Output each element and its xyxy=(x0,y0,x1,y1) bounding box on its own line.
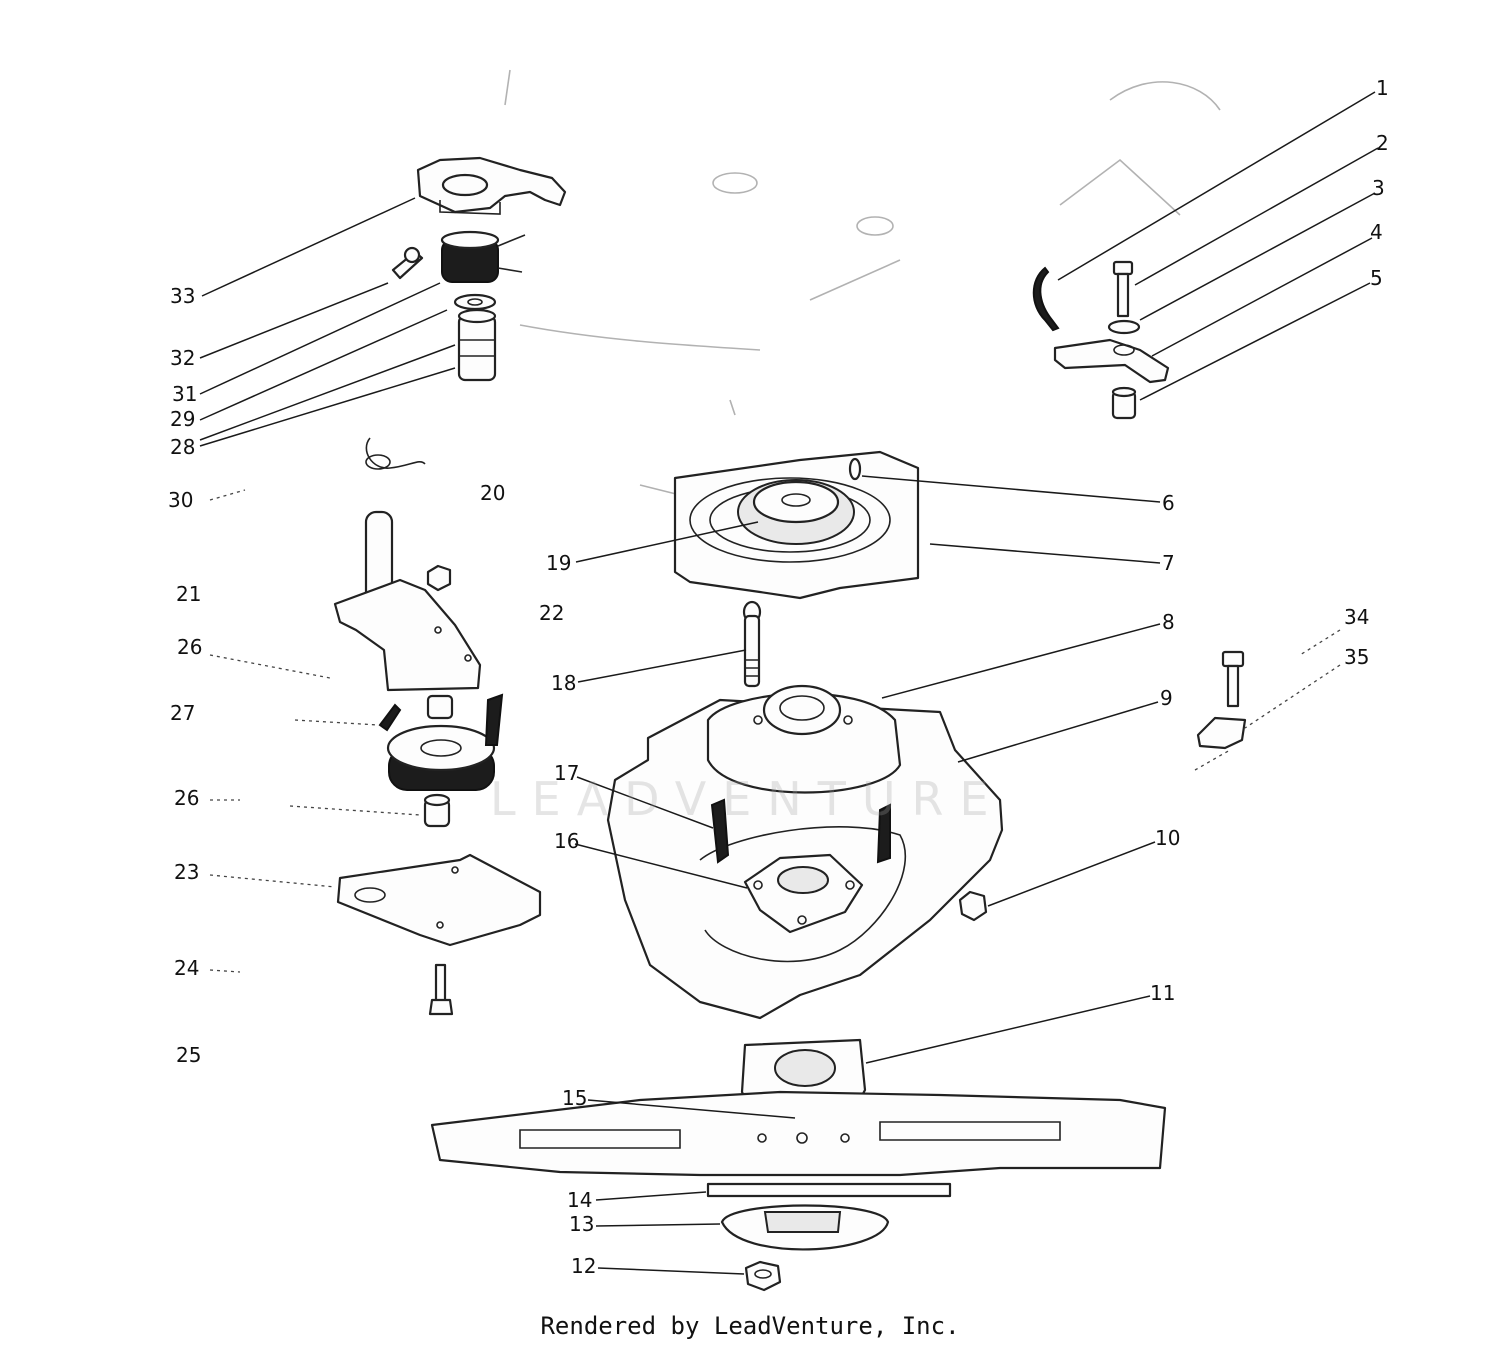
callout-16: 16 xyxy=(554,829,580,853)
callout-23: 23 xyxy=(174,860,200,884)
callout-12: 12 xyxy=(571,1254,597,1278)
part-6-slot xyxy=(848,457,862,481)
part-16-spindle-flange xyxy=(743,853,864,934)
callout-17: 17 xyxy=(554,761,580,785)
callout-21: 21 xyxy=(176,582,202,606)
part-1-hairpin xyxy=(1032,266,1060,332)
part-30-spring-clip xyxy=(365,437,426,470)
part-28-bushing xyxy=(457,308,497,382)
callout-7: 7 xyxy=(1162,551,1175,575)
callout-33: 33 xyxy=(170,284,196,308)
part-33-lever-arm xyxy=(416,156,567,215)
leader-lines xyxy=(199,91,1379,1275)
callout-26-lower: 26 xyxy=(174,786,200,810)
callout-2: 2 xyxy=(1376,131,1389,155)
part-3-washer xyxy=(1107,319,1141,335)
part-21-idler-arm xyxy=(333,510,482,692)
callout-26-upper: 26 xyxy=(177,635,203,659)
part-27-idler-pulley xyxy=(378,693,504,791)
callout-30: 30 xyxy=(168,488,194,512)
callout-24: 24 xyxy=(174,956,200,980)
part-26-spacer xyxy=(423,793,451,828)
callout-28: 28 xyxy=(170,435,196,459)
part-24-screw xyxy=(428,963,454,1016)
callout-32: 32 xyxy=(170,346,196,370)
part-14-stiffener xyxy=(706,1182,952,1198)
part-19-drive-pulley xyxy=(737,479,855,545)
part-34-bolt xyxy=(1221,650,1245,708)
callout-8: 8 xyxy=(1162,610,1175,634)
footer-credit: Rendered by LeadVenture, Inc. xyxy=(540,1312,960,1340)
callout-18: 18 xyxy=(551,671,577,695)
callout-20: 20 xyxy=(480,481,506,505)
part-23-bracket-plate xyxy=(336,853,542,947)
callout-15: 15 xyxy=(562,1086,588,1110)
part-5-spacer xyxy=(1111,386,1137,420)
callout-35: 35 xyxy=(1344,645,1370,669)
callout-34: 34 xyxy=(1344,605,1370,629)
callout-3: 3 xyxy=(1372,176,1385,200)
part-29-washer xyxy=(453,293,497,311)
mower-blade xyxy=(430,1090,1167,1177)
part-2-bolt xyxy=(1112,260,1134,318)
part-13-retainer xyxy=(720,1204,890,1251)
part-31-spring xyxy=(440,230,526,283)
callout-25: 25 xyxy=(176,1043,202,1067)
part-11-blade-adapter xyxy=(740,1038,867,1110)
callout-11: 11 xyxy=(1150,981,1176,1005)
callout-31: 31 xyxy=(172,382,198,406)
part-10-nut xyxy=(958,890,988,922)
callout-22: 22 xyxy=(539,601,565,625)
part-18-shoulder-bolt xyxy=(742,600,762,688)
callout-14: 14 xyxy=(567,1188,593,1212)
callout-27: 27 xyxy=(170,701,196,725)
part-32-pin xyxy=(391,246,424,280)
callout-10: 10 xyxy=(1155,826,1181,850)
callout-6: 6 xyxy=(1162,491,1175,515)
part-4-arm xyxy=(1053,338,1170,384)
part-22-nut xyxy=(426,564,452,592)
watermark-text: LEADVENTURE xyxy=(490,772,1005,826)
callout-5: 5 xyxy=(1370,266,1383,290)
background-deck-sketch xyxy=(504,69,1221,501)
part-35-clip xyxy=(1196,716,1247,750)
callout-29: 29 xyxy=(170,407,196,431)
callout-1: 1 xyxy=(1376,76,1389,100)
part-12-nut xyxy=(744,1260,782,1292)
part-8-bearing-housing xyxy=(706,684,902,794)
callout-9: 9 xyxy=(1160,686,1173,710)
part-17-clip xyxy=(710,798,891,864)
callout-19: 19 xyxy=(546,551,572,575)
callout-4: 4 xyxy=(1370,220,1383,244)
callout-13: 13 xyxy=(569,1212,595,1236)
